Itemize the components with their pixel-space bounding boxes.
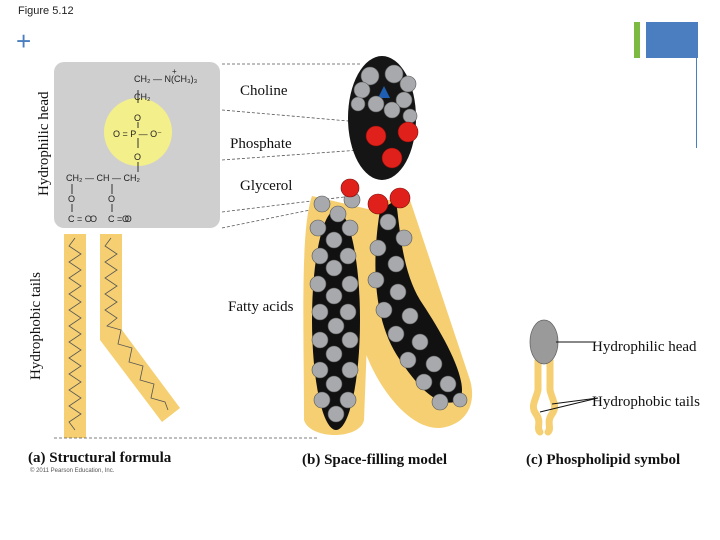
carbonyl-oxygen-1: O xyxy=(90,214,97,224)
copyright-notice: © 2011 Pearson Education, Inc. xyxy=(30,468,115,474)
carbonyl-right: C = O xyxy=(108,214,132,224)
structural-formula: CH₂ — N(CH₃)₃ + CH₂ O O = P — O⁻ O CH₂ —… xyxy=(66,67,198,224)
figure-title: Figure 5.12 xyxy=(18,5,74,17)
space-filling-model xyxy=(303,56,473,435)
choline-ch2: CH₂ xyxy=(134,92,151,102)
fatty-acid-tail-left xyxy=(64,234,86,438)
formula-bonds xyxy=(71,90,139,212)
decorative-green-bar xyxy=(634,22,640,58)
symbol-tail-right xyxy=(544,356,559,436)
phosphate-o-bottom: O xyxy=(134,152,141,162)
carbonyl-left: C = O xyxy=(68,214,92,224)
caption-space-filling-model: (b) Space-filling model xyxy=(302,452,447,468)
dashed-guides xyxy=(54,63,361,439)
tail-leader-line-2 xyxy=(551,397,599,405)
choline-charge: + xyxy=(172,67,177,76)
carbonyl-oxygen-2: O xyxy=(122,214,129,224)
fatty-acids-label: Fatty acids xyxy=(228,299,294,315)
tail-right-zigzag xyxy=(104,237,169,411)
choline-formula: CH₂ — N(CH₃)₃ xyxy=(134,74,198,84)
red-atoms xyxy=(340,121,419,215)
glycerol-label: Glycerol xyxy=(240,178,293,194)
decorative-vertical-line xyxy=(696,58,697,148)
hydrophilic-head-side-label: Hydrophilic head xyxy=(36,91,52,196)
phosphate-row: O = P — O⁻ xyxy=(113,129,162,139)
plus-icon: + xyxy=(16,26,32,56)
fatty-acid-tail-right xyxy=(100,234,180,422)
gray-atoms xyxy=(309,64,468,423)
symbol-tails-label: Hydrophobic tails xyxy=(592,394,700,410)
glycerol-formula: CH₂ — CH — CH₂ xyxy=(66,173,140,183)
phosphate-highlight-circle xyxy=(104,98,172,166)
phosphate-label: Phosphate xyxy=(230,136,292,152)
tail-leader-line-1 xyxy=(539,397,599,413)
tail-left-zigzag xyxy=(68,237,82,431)
phospholipid-symbol xyxy=(529,319,599,436)
symbol-tail-left xyxy=(529,356,544,436)
symbol-head xyxy=(529,319,559,365)
nitrogen-atom xyxy=(378,86,390,98)
symbol-head-label: Hydrophilic head xyxy=(592,339,697,355)
caption-phospholipid-symbol: (c) Phospholipid symbol xyxy=(526,452,681,468)
decorative-blue-square xyxy=(646,22,698,58)
phosphate-o-top: O xyxy=(134,113,141,123)
caption-structural-formula: (a) Structural formula xyxy=(28,450,172,466)
ester-oxygen-right: O xyxy=(108,194,115,204)
choline-label: Choline xyxy=(240,83,288,99)
ester-oxygen-left: O xyxy=(68,194,75,204)
right-chain-core xyxy=(375,200,462,403)
hydrophobic-tails-side-label: Hydrophobic tails xyxy=(28,272,44,380)
